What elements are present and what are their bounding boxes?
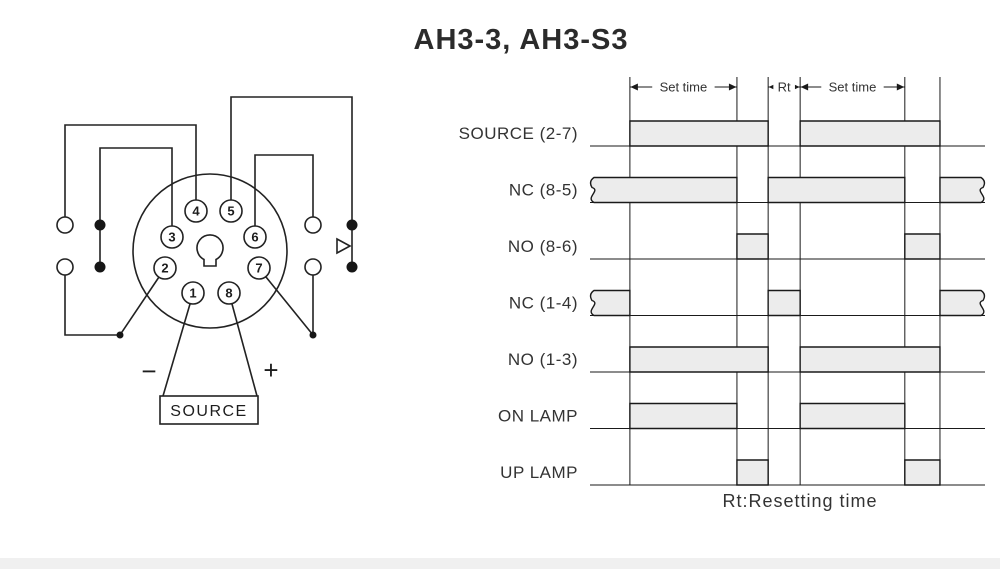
svg-text:1: 1: [189, 286, 196, 301]
wire-pin7: [265, 275, 314, 338]
wire-pin6: [254, 154, 314, 226]
mover-contact-right-top: [346, 219, 358, 231]
arrow-left-icon: [800, 83, 809, 91]
svg-text:7: 7: [255, 261, 262, 276]
socket-wires: [64, 96, 353, 397]
svg-text:2: 2: [161, 261, 168, 276]
timing-bar: [767, 289, 801, 317]
socket-pin-2: 2: [153, 256, 177, 280]
socket-pin-8: 8: [217, 281, 241, 305]
row-label: ON LAMP: [498, 407, 578, 426]
socket-wiring-diagram: 1 2 3 4 5 6 7 8 − +: [56, 96, 358, 425]
timing-bar: [939, 289, 986, 317]
timing-bar: [629, 402, 738, 430]
terminal-left-bottom: [56, 258, 74, 276]
annotation-label-bg: [652, 79, 715, 95]
socket-pin-4: 4: [184, 199, 208, 223]
keyway-icon: [196, 234, 224, 267]
timing-bar: [904, 459, 941, 486]
arrow-left-icon: [630, 83, 638, 91]
terminal-left-top: [56, 216, 74, 234]
timing-bar: [799, 120, 941, 147]
timing-bar: [767, 176, 906, 204]
socket-outline: [132, 173, 288, 329]
row-label: NO (8-6): [508, 237, 578, 256]
row-label: NC (8-5): [509, 181, 578, 200]
annotation-label-bg: [773, 79, 795, 95]
socket-pin-1: 1: [181, 281, 205, 305]
timing-bar: [939, 176, 986, 204]
junction-dot-left: [116, 331, 124, 339]
timing-bar: [736, 459, 769, 486]
annotation-label: Rt: [778, 80, 791, 95]
timing-bar: [589, 176, 738, 204]
timing-bar: [904, 233, 941, 260]
wire-pin5: [230, 96, 353, 220]
contact-terminals: [56, 216, 358, 339]
timing-bar: [589, 289, 631, 317]
svg-text:8: 8: [225, 286, 232, 301]
row-label: UP LAMP: [500, 463, 578, 482]
mover-contact-right-bottom: [346, 261, 358, 273]
socket-pin-3: 3: [160, 225, 184, 249]
wire-pin2: [64, 275, 160, 336]
svg-text:3: 3: [168, 230, 175, 245]
socket-pin-7: 7: [247, 256, 271, 280]
timing-bar: [736, 233, 769, 260]
arrow-right-icon: [896, 83, 905, 91]
annotation-label-bg: [821, 79, 884, 95]
arrow-right-icon: [728, 83, 737, 91]
socket-pin-5: 5: [219, 199, 243, 223]
minus-label: −: [141, 356, 156, 386]
timing-bar: [799, 402, 906, 430]
row-label: SOURCE (2-7): [459, 124, 578, 143]
terminal-right-bottom: [304, 258, 322, 276]
plus-label: +: [263, 355, 278, 385]
row-label: NO (1-3): [508, 350, 578, 369]
svg-text:6: 6: [251, 230, 258, 245]
svg-text:4: 4: [192, 204, 200, 219]
time-delay-icon: [336, 237, 352, 255]
page-title: AH3-3, AH3-S3: [413, 24, 629, 56]
annotation-label: Set time: [829, 80, 877, 95]
annotation-label: Set time: [660, 80, 708, 95]
bottom-edge-strip: [0, 558, 1000, 569]
wire-pin4: [64, 124, 197, 217]
wire-source-minus: [162, 303, 191, 397]
timing-bar: [629, 120, 769, 147]
wire-source-plus: [231, 303, 258, 397]
timing-bar: [629, 346, 769, 373]
mover-contact-left-bottom: [94, 261, 106, 273]
timing-bar: [799, 346, 941, 373]
rt-footnote: Rt:Resetting time: [722, 491, 877, 511]
terminal-right-top: [304, 216, 322, 234]
row-label: NC (1-4): [509, 294, 578, 313]
junction-dot-right: [309, 331, 317, 339]
svg-text:5: 5: [227, 204, 234, 219]
source-box: [159, 395, 259, 425]
wire-pin3: [99, 147, 173, 226]
source-label: SOURCE: [170, 403, 247, 420]
mover-contact-left-top: [94, 219, 106, 231]
socket-pin-6: 6: [243, 225, 267, 249]
